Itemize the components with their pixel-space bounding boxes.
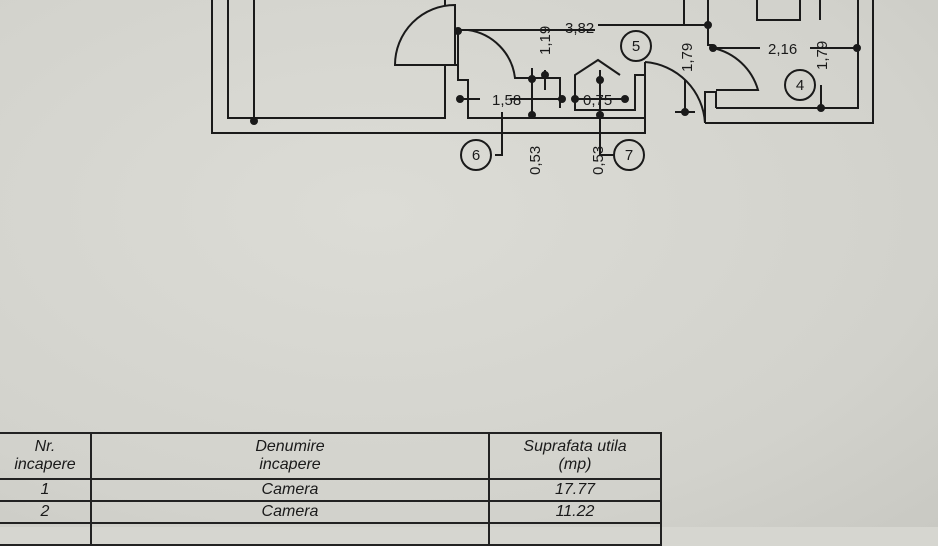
door-arc-right — [712, 47, 760, 91]
room-tag-circle-5 — [620, 30, 652, 62]
dim-1-79-a: 1,79 — [679, 43, 696, 72]
wall-inner-left — [227, 0, 458, 119]
door-arc-left — [393, 3, 456, 66]
wall-bath — [457, 30, 646, 119]
room-tag-5: 5 — [632, 38, 640, 55]
cell-nr: 1 — [0, 478, 92, 502]
dim-1-58: 1,58 — [492, 92, 521, 109]
dim-0-53-a: 0,53 — [527, 146, 544, 175]
cell-name: Camera — [90, 478, 490, 502]
room-tag-4: 4 — [796, 77, 804, 94]
table-row: 2 Camera 11.22 — [0, 500, 662, 524]
room-tag-7: 7 — [625, 147, 633, 164]
cell-nr: 2 — [0, 500, 92, 524]
wall-right-outer — [705, 0, 874, 124]
table-row-cut — [0, 522, 662, 546]
door-arc-5 — [644, 61, 706, 124]
table-row: 1 Camera 17.77 — [0, 478, 662, 502]
cell-area: 17.77 — [488, 478, 662, 502]
wall-outer-left — [211, 0, 646, 134]
dim-3-82: 3,82 — [565, 20, 594, 37]
dim-1-79-b: 1,79 — [814, 41, 831, 70]
cell-area: 11.22 — [488, 500, 662, 524]
room-tag-circle-4 — [784, 69, 816, 101]
door-arc-bath — [467, 29, 561, 108]
cell-name: Camera — [90, 500, 490, 524]
wall-right-inner — [704, 0, 859, 123]
room-tag-circle-7 — [613, 139, 645, 171]
floor-plan: 3,82 1,19 1,58 0,75 1,79 2,16 1,79 0,53 … — [211, 0, 874, 175]
dim-2-16: 2,16 — [768, 41, 797, 58]
dim-1-19: 1,19 — [537, 26, 554, 55]
room-tag-6: 6 — [472, 147, 480, 164]
dim-0-53-b: 0,53 — [590, 146, 607, 175]
room-tag-circle-6 — [460, 139, 492, 171]
header-area: Suprafata utila(mp) — [488, 432, 662, 480]
dim-0-75: 0,75 — [583, 92, 612, 109]
header-nr: Nr.incapere — [0, 432, 92, 480]
